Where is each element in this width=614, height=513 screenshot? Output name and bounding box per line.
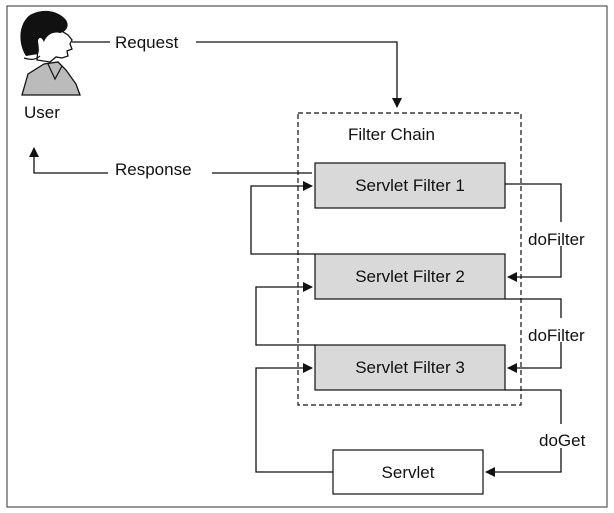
dofilter-2-label: doFilter — [528, 326, 585, 345]
filter-2-return-arrow — [250, 181, 315, 255]
doget-label-bg — [533, 424, 601, 448]
servlet-filter-2-box — [314, 253, 506, 300]
dofilter-1-label: doFilter — [528, 230, 585, 249]
outer-frame — [6, 5, 608, 508]
servlet-filter-3-box — [314, 344, 506, 391]
servlet-return-arrow — [255, 363, 333, 473]
filter-chain-title: Filter Chain — [348, 125, 435, 144]
dofilter-2-label-bg — [525, 318, 601, 342]
filter-chain-box — [297, 112, 522, 406]
request-label: Request — [115, 33, 179, 52]
response-label: Response — [115, 160, 192, 179]
doget-label: doGet — [539, 431, 586, 450]
servlet-filter-1-label: Servlet Filter 1 — [355, 176, 465, 195]
servlet-box — [332, 449, 484, 495]
response-arrow — [29, 147, 108, 174]
servlet-filter-2-label: Servlet Filter 2 — [355, 267, 465, 286]
filter-3-return-arrow — [255, 282, 315, 346]
request-arrow — [196, 41, 402, 108]
servlet-label: Servlet — [382, 463, 435, 482]
servlet-filter-3-label: Servlet Filter 3 — [355, 358, 465, 377]
user-icon — [20, 10, 81, 96]
servlet-filter-1-box — [314, 162, 506, 209]
user-label: User — [24, 103, 60, 122]
dofilter-1-label-bg — [525, 222, 601, 246]
